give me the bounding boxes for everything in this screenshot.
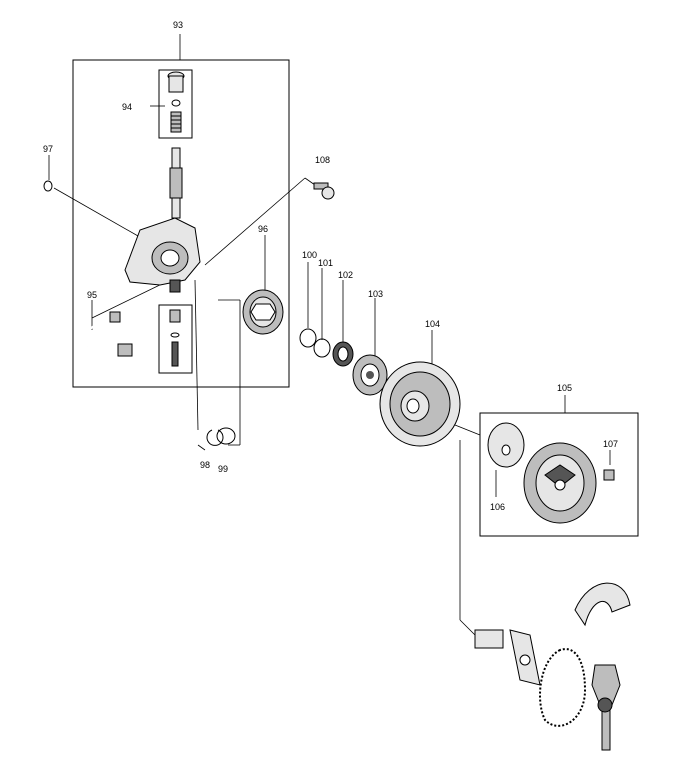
callout-108: 108 [315,155,330,165]
worm-gear-96 [242,289,284,335]
callout-95: 95 [87,290,97,300]
needle-bearing-102 [332,341,354,367]
callout-99: 99 [218,464,228,474]
callout-103: 103 [368,289,383,299]
lower-parts-assembly [474,582,631,751]
washer-99 [216,427,236,445]
oil-hose-95 [83,311,133,357]
bolt-107 [603,469,615,481]
o-ring-97 [43,180,53,192]
callout-101: 101 [318,258,333,268]
oil-valve-parts [167,71,185,133]
callout-96: 96 [258,224,268,234]
washer-101 [313,338,331,358]
callout-labels: 93 94 95 96 97 98 99 100 101 102 103 104… [43,20,618,512]
sprocket-103 [352,354,388,396]
callout-102: 102 [338,270,353,280]
oil-pump-group-box [72,59,290,388]
oil-pump-piston-subgroup-box [158,304,193,374]
circlip-98 [206,429,224,446]
callout-107: 107 [603,439,618,449]
callout-98: 98 [200,460,210,470]
clutch-assembly-105 [523,442,597,524]
callout-104: 104 [425,319,440,329]
leader-lines [48,34,611,636]
callout-93: 93 [173,20,183,30]
clutch-drum-104 [379,361,461,447]
callout-106: 106 [490,502,505,512]
callout-100: 100 [302,250,317,260]
pump-piston-parts [169,309,181,367]
pump-shaft [169,147,183,219]
clutch-group-box [479,412,639,537]
oil-valve-subgroup-box [158,69,193,139]
oil-pump-body [124,217,201,293]
callout-97: 97 [43,144,53,154]
screw-108 [313,182,335,200]
callout-94: 94 [122,102,132,112]
callout-105: 105 [557,383,572,393]
washer-100 [299,328,317,348]
